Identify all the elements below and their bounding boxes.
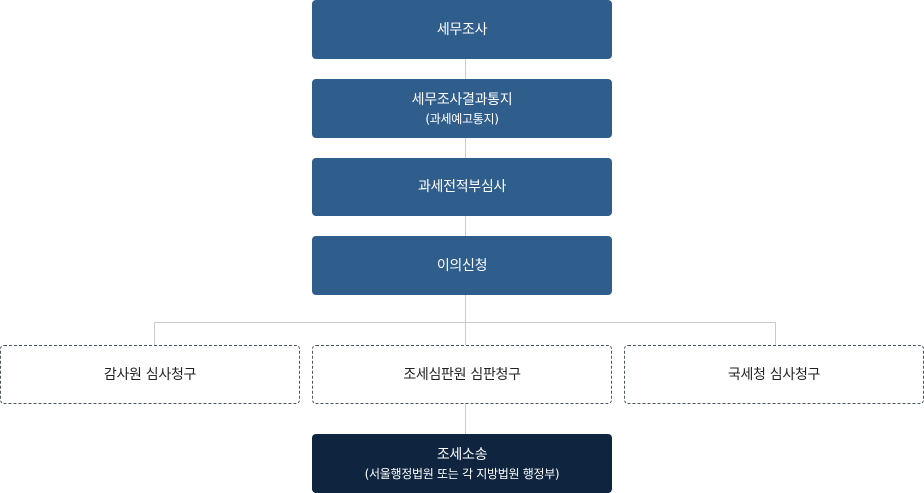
branch-tax-tribunal-label: 조세심판원 심판청구 (403, 366, 521, 383)
step-tax-litigation: 조세소송 (서울행정법원 또는 각 지방법원 행정부) (312, 434, 612, 493)
connector-branch-final (465, 403, 466, 434)
step-tax-litigation-sublabel: (서울행정법원 또는 각 지방법원 행정부) (364, 466, 560, 481)
branch-nts-review-label: 국세청 심사청구 (727, 366, 821, 383)
step-audit-result-notice-sublabel: (과세예고통지) (425, 111, 499, 126)
connector-step3-step4 (465, 216, 466, 236)
connector-branch-left (154, 322, 155, 345)
step-pre-assessment-review: 과세전적부심사 (312, 158, 612, 216)
branch-nts-review: 국세청 심사청구 (624, 345, 924, 404)
branch-tax-tribunal: 조세심판원 심판청구 (312, 345, 612, 404)
connector-branch-right (775, 322, 776, 345)
connector-step2-step3 (465, 138, 466, 158)
step-tax-audit: 세무조사 (312, 0, 612, 59)
connector-step4-branch-center (465, 295, 466, 345)
step-audit-result-notice: 세무조사결과통지 (과세예고통지) (312, 79, 612, 138)
connector-step1-step2 (465, 59, 466, 79)
step-objection: 이의신청 (312, 236, 612, 295)
step-pre-assessment-review-label: 과세전적부심사 (417, 179, 507, 195)
connector-branch-horizontal (154, 322, 776, 323)
step-tax-audit-label: 세무조사 (436, 21, 488, 38)
step-audit-result-notice-label: 세무조사결과통지 (411, 91, 513, 108)
step-objection-label: 이의신청 (436, 257, 488, 274)
branch-audit-board-label: 감사원 심사청구 (103, 366, 197, 383)
step-tax-litigation-label: 조세소송 (436, 446, 488, 463)
branch-audit-board: 감사원 심사청구 (0, 345, 300, 404)
